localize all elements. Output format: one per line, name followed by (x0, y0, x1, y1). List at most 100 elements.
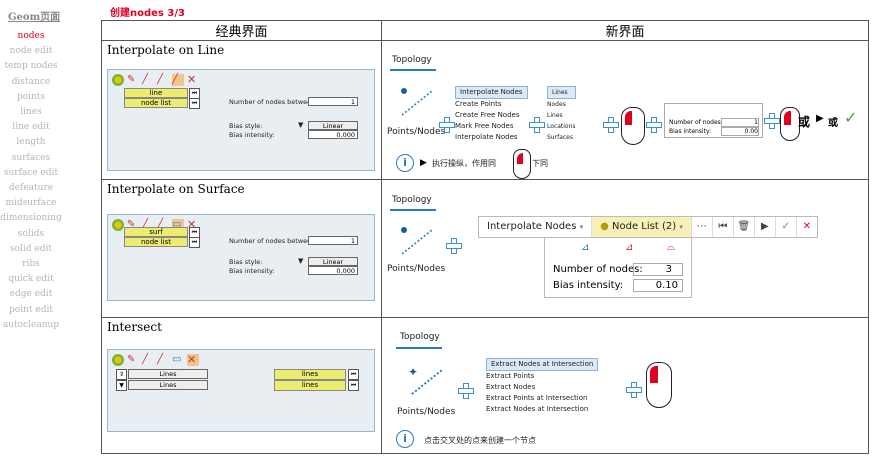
menu-item[interactable]: Create Points (455, 100, 502, 108)
reset-icon[interactable]: ⏮ (713, 217, 734, 237)
points-nodes-icon[interactable] (396, 85, 436, 119)
sidebar-item-quick-edit[interactable]: quick edit (8, 274, 54, 285)
lines-collector[interactable]: lines (274, 380, 346, 391)
info-icon: i (396, 154, 414, 172)
dropdown-icon[interactable]: ▼ (116, 380, 127, 391)
reset-icon[interactable]: ⏮ (348, 380, 359, 391)
node-list-selector[interactable]: node list (124, 98, 188, 108)
sidebar-item-surfaces[interactable]: surfaces (11, 152, 51, 163)
menu-item[interactable]: Mark Free Nodes (455, 122, 514, 130)
interp-icon[interactable]: ╱ (172, 74, 184, 86)
close-icon[interactable]: ✕ (802, 221, 812, 232)
play-icon[interactable]: ▶ (755, 217, 776, 237)
sidebar-item-line-edit[interactable]: line edit (12, 122, 50, 133)
selector-item[interactable]: Nodes (547, 101, 566, 108)
interpolate-dropdown[interactable]: Interpolate Nodes ▾ (479, 217, 593, 237)
line-selector[interactable]: line (124, 88, 188, 98)
sidebar-item-lines[interactable]: lines (20, 107, 42, 118)
points-nodes-label: Points/Nodes (387, 264, 446, 274)
sidebar-item-defeature[interactable]: defeature (8, 183, 54, 194)
selector-header[interactable]: Lines (547, 86, 576, 99)
num-nodes-field[interactable]: 1 (308, 236, 358, 245)
close-icon[interactable]: ✕ (187, 218, 197, 231)
sidebar-item-points[interactable]: points (16, 91, 46, 102)
bias-style-button[interactable]: Linear (308, 121, 358, 130)
menu-item[interactable]: Extract Points (486, 372, 535, 380)
mouse-icon (513, 149, 531, 179)
sidebar-item-temp-nodes[interactable]: temp nodes (4, 61, 58, 72)
num-nodes-label: Number of nodes between: (229, 237, 318, 245)
menu-item[interactable]: Extract Nodes at Intersection (486, 405, 589, 413)
node-list-selector[interactable]: ● Node List (2) ▾ (592, 217, 692, 237)
bias-intensity-field[interactable]: 0.000 (308, 266, 358, 275)
node-icon[interactable]: ✎ (127, 219, 136, 230)
row1-classic: Interpolate on Line ✎ ╱ ╱ ╱ ✕ line ⏮ nod… (101, 40, 382, 180)
trash-icon[interactable]: 🗑 (734, 217, 755, 237)
node-icon[interactable]: ✎ (127, 354, 136, 365)
curve-icon[interactable]: ╱ (157, 74, 164, 85)
xyz-icon[interactable] (112, 219, 124, 231)
points-nodes-icon[interactable] (396, 224, 436, 258)
curve-icon[interactable]: ╱ (157, 219, 164, 230)
row2-new: Topology Points/Nodes Interpolate Nodes … (381, 179, 869, 318)
panel-bias-field[interactable]: 0.00 (721, 127, 759, 136)
line-icon[interactable]: ╱ (142, 219, 149, 230)
points-nodes-label: Points/Nodes (387, 127, 446, 137)
line-icon[interactable]: ╱ (142, 354, 149, 365)
num-nodes-field[interactable]: 3 (633, 263, 683, 276)
menu-item[interactable]: Create Free Nodes (455, 111, 520, 119)
node-list-selector[interactable]: node list (124, 237, 188, 247)
bias-intensity-field[interactable]: 0.10 (633, 279, 683, 292)
more-icon[interactable]: ⋯ (692, 217, 713, 237)
sidebar-item-point-edit[interactable]: point edit (9, 304, 53, 315)
sidebar-item-length[interactable]: length (16, 137, 46, 148)
selector-item[interactable]: Surfaces (547, 134, 573, 141)
sidebar-title[interactable]: Geom页面 (8, 12, 61, 23)
surf-selector[interactable]: surf (124, 227, 188, 237)
surf-icon[interactable]: ▭ (172, 354, 182, 365)
menu-header[interactable]: Interpolate Nodes (455, 86, 528, 99)
bias-linear-icon[interactable]: ⊿ (581, 242, 590, 253)
close-icon[interactable]: ✕ (187, 73, 197, 86)
sidebar-item-ribs[interactable]: ribs (22, 259, 40, 270)
sidebar-item-surface-edit[interactable]: surface edit (3, 167, 59, 178)
line-icon[interactable]: ╱ (142, 74, 149, 85)
bias-bell-icon[interactable]: ⌓ (667, 242, 675, 253)
reset-icon[interactable]: ⏮ (189, 98, 200, 109)
lines-collector[interactable]: lines (274, 369, 346, 380)
menu-item[interactable]: Extract Nodes (486, 383, 536, 391)
selector-arrow-icon[interactable]: ⇕ (116, 369, 127, 380)
sidebar-item-autocleanup[interactable]: autocleanup (2, 319, 60, 330)
selector-item[interactable]: Locations (547, 123, 576, 130)
bias-exp-icon[interactable]: ⊿ (625, 242, 634, 253)
xyz-icon[interactable] (112, 354, 124, 366)
sidebar-item-nodes[interactable]: nodes (17, 31, 45, 41)
points-nodes-icon[interactable]: ✦ (406, 364, 446, 398)
selector-item[interactable]: Lines (547, 112, 563, 119)
xyz-icon[interactable] (112, 74, 124, 86)
check-icon[interactable]: ✓ (776, 217, 797, 237)
bias-intensity-field[interactable]: 0.000 (308, 130, 358, 139)
bias-style-button[interactable]: Linear (308, 257, 358, 266)
lines-selector[interactable]: Lines (128, 380, 208, 390)
dropdown-icon[interactable]: ▼ (298, 257, 304, 265)
panel-num-field[interactable]: 1 (721, 118, 759, 127)
sidebar-item-node-edit[interactable]: node edit (9, 46, 53, 57)
menu-header[interactable]: Extract Nodes at Intersection (486, 358, 599, 371)
menu-item[interactable]: Interpolate Nodes (455, 133, 518, 141)
lines-selector[interactable]: Lines (128, 369, 208, 379)
node-icon[interactable]: ✎ (127, 74, 136, 85)
reset-icon[interactable]: ⏮ (189, 237, 200, 248)
sidebar-item-distance[interactable]: distance (11, 76, 51, 87)
curve-icon[interactable]: ╱ (157, 354, 164, 365)
sidebar-item-dimensioning[interactable]: dimensioning (0, 213, 62, 224)
sidebar-item-solids[interactable]: solids (17, 228, 45, 239)
num-nodes-field[interactable]: 1 (308, 97, 358, 106)
intersect-icon[interactable]: ✕ (187, 354, 199, 366)
sidebar-item-midsurface[interactable]: midsurface (5, 198, 57, 209)
menu-item[interactable]: Extract Points at Intersection (486, 394, 588, 402)
sidebar-item-solid-edit[interactable]: solid edit (10, 243, 52, 254)
sidebar-item-edge-edit[interactable]: edge edit (9, 289, 53, 300)
reset-icon[interactable]: ⏮ (348, 369, 359, 380)
dropdown-icon[interactable]: ▼ (298, 121, 304, 129)
